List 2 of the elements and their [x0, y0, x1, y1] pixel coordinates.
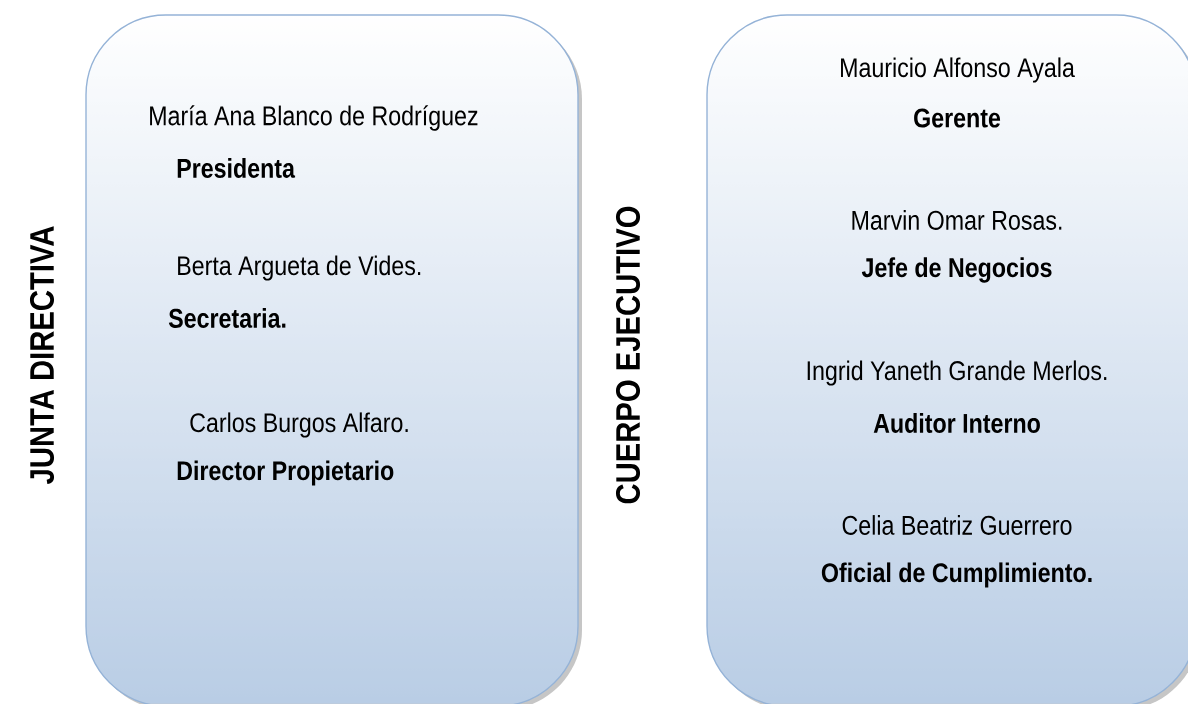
vertical-heading: JUNTA DIRECTIVA — [29, 226, 55, 484]
vertical-heading: CUERPO EJECUTIVO — [615, 206, 641, 504]
